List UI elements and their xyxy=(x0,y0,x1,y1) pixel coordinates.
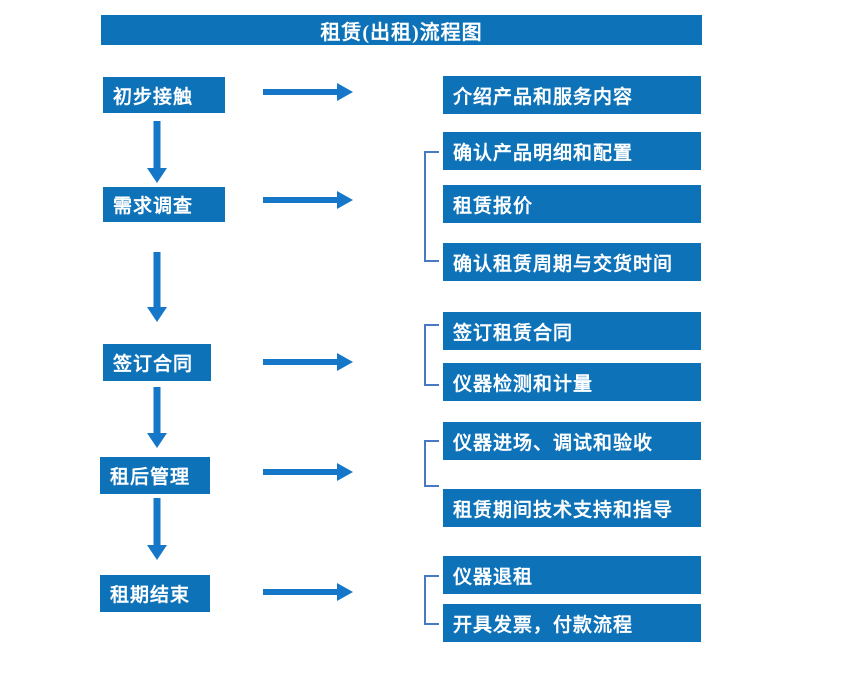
arrow-head xyxy=(147,307,167,322)
group-bracket-demand-survey xyxy=(424,151,439,262)
group-bracket-post-rental-mgmt xyxy=(424,440,439,487)
arrow-shaft xyxy=(263,89,341,95)
detail-box-introduce-products: 介绍产品和服务内容 xyxy=(443,76,701,114)
detail-box-sign-rental-contract: 签订租赁合同 xyxy=(443,312,701,350)
arrow-head xyxy=(337,353,353,371)
arrow-shaft xyxy=(263,359,341,365)
arrow-shaft xyxy=(263,589,341,595)
right-arrow-icon xyxy=(263,82,353,102)
arrow-head xyxy=(147,545,167,560)
arrow-shaft xyxy=(263,197,341,203)
step-box-demand-survey: 需求调查 xyxy=(103,187,225,222)
detail-box-confirm-product-config: 确认产品明细和配置 xyxy=(443,132,701,170)
arrow-head xyxy=(337,191,353,209)
down-arrow-icon xyxy=(146,387,168,448)
down-arrow-icon xyxy=(146,498,168,560)
arrow-head xyxy=(147,433,167,448)
detail-box-instrument-return: 仪器退租 xyxy=(443,556,701,594)
arrow-shaft xyxy=(153,387,161,436)
detail-box-instrument-testing: 仪器检测和计量 xyxy=(443,363,701,401)
down-arrow-icon xyxy=(146,121,168,183)
right-arrow-icon xyxy=(263,582,353,602)
detail-box-technical-support: 租赁期间技术支持和指导 xyxy=(443,489,701,527)
arrow-head xyxy=(147,168,167,183)
right-arrow-icon xyxy=(263,190,353,210)
right-arrow-icon xyxy=(263,352,353,372)
arrow-head xyxy=(337,583,353,601)
group-bracket-rental-end xyxy=(424,575,439,625)
arrow-head xyxy=(337,463,353,481)
arrow-shaft xyxy=(153,252,161,310)
diagram-title: 租赁(出租)流程图 xyxy=(101,15,702,45)
arrow-shaft xyxy=(153,498,161,548)
right-arrow-icon xyxy=(263,462,353,482)
detail-box-invoice-payment: 开具发票，付款流程 xyxy=(443,604,701,642)
group-bracket-sign-contract xyxy=(424,324,439,386)
down-arrow-icon xyxy=(146,252,168,322)
step-box-post-rental-mgmt: 租后管理 xyxy=(100,457,210,494)
arrow-shaft xyxy=(153,121,161,171)
step-box-sign-contract: 签订合同 xyxy=(103,344,211,381)
arrow-head xyxy=(337,83,353,101)
arrow-shaft xyxy=(263,469,341,475)
detail-box-instrument-acceptance: 仪器进场、调试和验收 xyxy=(443,422,701,460)
detail-box-rental-quotation: 租赁报价 xyxy=(443,185,701,223)
step-box-rental-end: 租期结束 xyxy=(100,575,210,612)
detail-box-confirm-period-delivery: 确认租赁周期与交货时间 xyxy=(443,243,701,281)
step-box-initial-contact: 初步接触 xyxy=(103,77,225,113)
